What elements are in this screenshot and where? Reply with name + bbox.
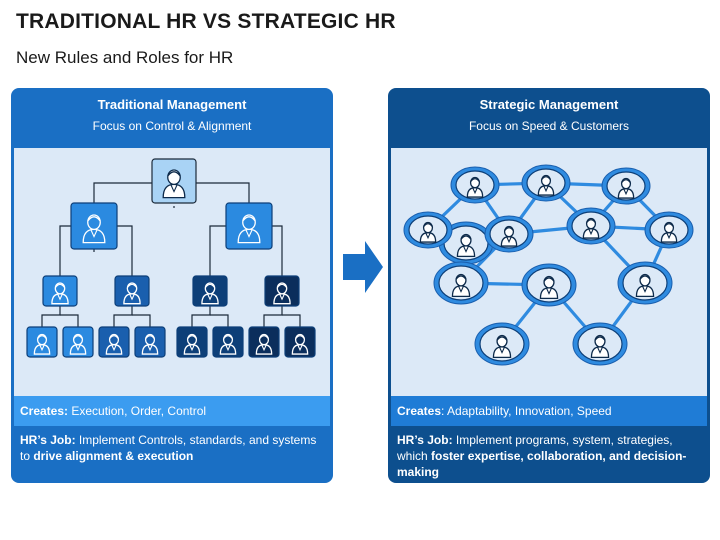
strategic-panel-header: Strategic Management Focus on Speed & Cu…	[388, 88, 710, 146]
strategic-job-bold: foster expertise, collaboration, and dec…	[397, 449, 687, 479]
person-icon	[537, 174, 555, 196]
person-icon	[273, 282, 291, 305]
connector	[263, 304, 283, 327]
team-lead-node	[264, 275, 300, 307]
network-node	[566, 207, 616, 245]
network-node	[484, 215, 534, 253]
person-icon	[183, 333, 201, 355]
team-lead-node	[192, 275, 228, 307]
connector	[41, 304, 61, 327]
network-node	[474, 322, 530, 366]
connector	[191, 304, 211, 327]
top-node	[151, 158, 197, 204]
hierarchy-diagram	[14, 148, 330, 396]
network-node	[521, 263, 577, 307]
employee-node	[98, 326, 130, 358]
network-node	[572, 322, 628, 366]
person-icon	[617, 177, 635, 199]
person-icon	[539, 275, 559, 299]
network-node	[450, 166, 500, 204]
traditional-heading: Traditional Management	[97, 97, 247, 112]
network-svg	[403, 164, 694, 366]
traditional-creates-label: Creates:	[20, 404, 69, 418]
network-node	[601, 167, 651, 205]
manager-node	[70, 202, 118, 250]
strategic-job-text: Implement programs, system, strategies, …	[397, 433, 673, 463]
connector	[60, 314, 79, 327]
employee-node	[26, 326, 58, 358]
network-node	[403, 211, 453, 249]
connector	[210, 314, 229, 327]
strategic-heading: Strategic Management	[479, 97, 619, 112]
employee-node	[248, 326, 280, 358]
network-diagram	[391, 148, 707, 396]
person-icon	[660, 221, 678, 243]
arrow-right-icon	[343, 241, 383, 293]
traditional-job-bold: drive alignment & execution	[33, 449, 194, 463]
person-icon	[201, 282, 219, 305]
person-icon	[123, 282, 141, 305]
strategic-creates-label: Creates	[397, 404, 442, 418]
traditional-subheading: Focus on Control & Alignment	[92, 119, 252, 133]
strategic-creates-text: : Adaptability, Innovation, Speed	[441, 404, 612, 418]
connector	[282, 314, 301, 327]
page-subtitle: New Rules and Roles for HR	[16, 48, 234, 67]
network-node	[521, 164, 571, 202]
traditional-management-panel: Traditional Management Focus on Control …	[11, 88, 333, 483]
connector	[209, 225, 226, 276]
org-chart-svg	[26, 158, 316, 358]
manager-node	[225, 202, 273, 250]
person-icon	[219, 333, 237, 355]
employee-node	[212, 326, 244, 358]
strategic-subheading: Focus on Speed & Customers	[468, 119, 630, 133]
network-node	[438, 221, 494, 265]
traditional-hr-job: HR’s Job: Implement Controls, standards,…	[14, 428, 330, 480]
employee-node	[176, 326, 208, 358]
network-node	[617, 261, 673, 305]
traditional-panel-header: Traditional Management Focus on Control …	[11, 88, 333, 146]
connector	[196, 182, 250, 203]
person-icon	[456, 233, 476, 257]
connector	[113, 304, 133, 327]
strategic-management-panel: Strategic Management Focus on Speed & Cu…	[388, 88, 710, 483]
traditional-job-label: HR’s Job:	[20, 433, 76, 447]
network-node	[433, 261, 489, 305]
employee-node	[284, 326, 316, 358]
page-title: TRADITIONAL HR VS STRATEGIC HR	[16, 10, 396, 33]
traditional-creates-text: Execution, Order, Control	[68, 404, 207, 418]
connector	[117, 225, 133, 276]
person-icon	[466, 176, 484, 198]
traditional-creates: Creates: Execution, Order, Control	[14, 396, 330, 426]
strategic-job-label: HR’s Job:	[397, 433, 453, 447]
connector	[93, 182, 152, 203]
person-icon	[105, 333, 123, 355]
person-icon	[255, 333, 273, 355]
person-icon	[419, 221, 437, 243]
person-icon	[51, 282, 69, 305]
person-icon	[451, 273, 471, 297]
person-icon	[69, 333, 87, 355]
team-lead-node	[114, 275, 150, 307]
connector	[132, 314, 151, 327]
strategic-creates: Creates: Adaptability, Innovation, Speed	[391, 396, 707, 426]
employee-node	[62, 326, 94, 358]
person-icon	[590, 334, 610, 358]
employee-node	[134, 326, 166, 358]
strategic-hr-job: HR’s Job: Implement programs, system, st…	[391, 428, 707, 480]
person-icon	[237, 214, 261, 244]
traditional-job-text: Implement Controls, standards, and syste…	[20, 433, 317, 463]
person-icon	[141, 333, 159, 355]
person-icon	[33, 333, 51, 355]
person-icon	[492, 334, 512, 358]
connector	[272, 225, 283, 276]
person-icon	[291, 333, 309, 355]
network-node	[644, 211, 694, 249]
person-icon	[82, 214, 106, 244]
person-icon	[635, 273, 655, 297]
team-lead-node	[42, 275, 78, 307]
person-icon	[162, 169, 186, 199]
person-icon	[500, 225, 518, 247]
connector	[59, 225, 71, 276]
person-icon	[582, 217, 600, 239]
